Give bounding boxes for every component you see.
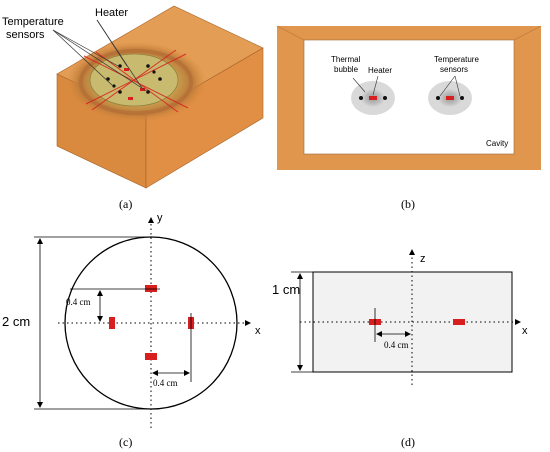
axis-label-x: x [255,325,261,337]
label-thermal-2: bubble [334,65,359,74]
label-heater: Heater [95,7,128,19]
caption-d: (d) [401,435,415,449]
cavity [303,39,515,155]
dim-label-offset-d: 0.4 cm [384,340,409,350]
sensor-right-b [460,96,464,100]
label-sensors-b-2: sensors [440,65,468,74]
sensor-left-a [359,96,363,100]
chip-right-face [145,47,264,189]
caption-a: (a) [119,197,132,211]
heater-left [369,96,377,100]
panel-a-3d-chip: Heater Temperature sensors (a) [2,5,264,211]
label-heater-b: Heater [368,66,392,75]
axis-label-y: y [157,212,163,224]
panel-a-leaders [52,19,149,93]
panel-b-cross-section: Thermal bubble Heater Temperature sensor… [276,25,542,211]
caption-b: (b) [401,197,415,211]
panel-b-leaders [352,75,461,97]
axis-label-z: z [420,253,426,265]
dim-label-offset-v: 0.4 cm [66,297,91,307]
caption-c: (c) [119,435,132,449]
frame-edge-left [276,25,305,41]
panel-d-side-view: z x 1 cm 0.4 cm (d) [272,249,528,449]
label-thermal-1: Thermal [331,55,361,64]
label-temperature-sensors-1: Temperature [2,16,64,28]
label-sensors-b-1: Temperature [434,55,479,64]
axis-label-x-d: x [522,325,528,337]
dim-label-height: 1 cm [272,282,300,297]
dim-label-offset-h: 0.4 cm [153,378,178,388]
panel-c-top-view: y x 2 cm 0.4 cm 0.4 cm (c) [2,212,261,449]
sensor-right-a [436,96,440,100]
heater-elements [124,68,145,100]
sensor-left-b [383,96,387,100]
heater-right [446,96,454,100]
frame-edge-right [513,25,542,41]
glow-ring-dark [79,49,193,115]
label-temperature-sensors-2: sensors [6,29,45,41]
dim-label-diameter: 2 cm [2,314,30,329]
label-cavity: Cavity [486,139,508,148]
